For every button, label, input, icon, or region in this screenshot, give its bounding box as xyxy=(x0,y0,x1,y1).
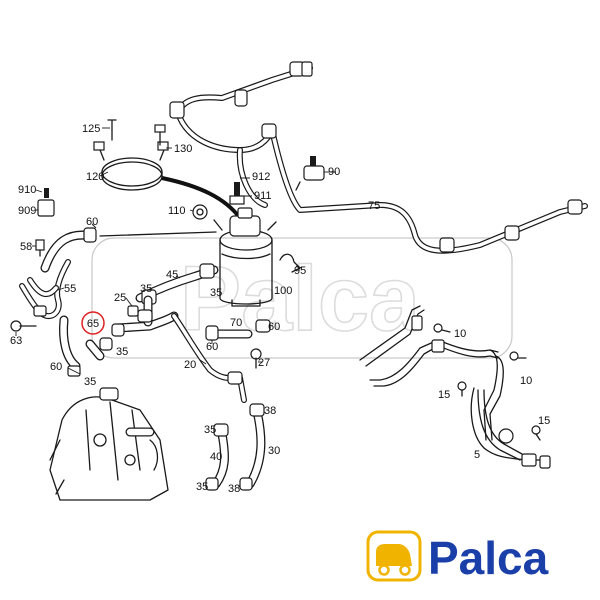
callout-15-b: 15 xyxy=(538,415,550,427)
callout-70: 70 xyxy=(230,317,242,329)
plug-110 xyxy=(189,204,208,220)
callout-40: 40 xyxy=(210,451,222,463)
callout-25: 25 xyxy=(114,292,126,304)
hose-65 xyxy=(59,315,113,377)
callout-910: 910 xyxy=(18,184,36,196)
callout-909: 909 xyxy=(18,205,36,217)
callout-labels: 125 130 120 910 909 58 60 110 912 911 90… xyxy=(10,123,550,495)
high-pressure-pump xyxy=(49,387,169,501)
callout-125: 125 xyxy=(82,123,100,135)
pipe-5 xyxy=(359,305,551,469)
return-pipe-55 xyxy=(19,259,71,320)
callout-60-lower-left: 60 xyxy=(50,361,62,373)
fuel-filter-100 xyxy=(213,177,277,307)
callout-38-upper: 38 xyxy=(264,405,276,417)
callout-75: 75 xyxy=(368,200,380,212)
fuel-return-line-75 xyxy=(169,61,588,254)
callout-912: 912 xyxy=(252,171,270,183)
callout-35-c: 35 xyxy=(116,346,128,358)
callout-55: 55 xyxy=(64,283,76,295)
callout-60-upper: 60 xyxy=(86,216,98,228)
palca-logo: Palca xyxy=(366,530,549,584)
callout-38-lower: 38 xyxy=(228,483,240,495)
callout-35-d: 35 xyxy=(84,376,96,388)
callout-65: 65 xyxy=(87,318,99,330)
callout-100: 100 xyxy=(274,285,292,297)
callout-90: 90 xyxy=(328,166,340,178)
callout-30: 30 xyxy=(268,445,280,457)
callout-120: 120 xyxy=(86,171,104,183)
callout-35-e: 35 xyxy=(204,424,216,436)
mounting-clamp-120 xyxy=(93,119,172,191)
bolts-10-15 xyxy=(433,323,541,441)
hose-40 xyxy=(205,423,229,491)
callout-27: 27 xyxy=(258,357,270,369)
logo-wordmark: Palca xyxy=(428,532,549,584)
callout-5: 5 xyxy=(474,449,480,461)
pipe-20 xyxy=(171,313,247,403)
hose-45 xyxy=(135,263,219,305)
callout-110: 110 xyxy=(168,205,186,217)
callout-130: 130 xyxy=(174,143,192,155)
callout-20: 20 xyxy=(184,359,196,371)
callout-58: 58 xyxy=(20,241,32,253)
callout-35-b: 35 xyxy=(210,287,222,299)
callout-10-b: 10 xyxy=(520,375,532,387)
bolt-27 xyxy=(250,348,262,369)
callout-95: 95 xyxy=(294,265,306,277)
fitting-58 xyxy=(32,239,45,257)
callout-65-highlight-ring xyxy=(81,311,105,335)
callout-60-right: 60 xyxy=(268,321,280,333)
callout-35-f: 35 xyxy=(196,481,208,493)
callout-15-a: 15 xyxy=(438,389,450,401)
callout-60-center: 60 xyxy=(206,341,218,353)
logo-car-frame xyxy=(366,530,422,582)
callout-35-a: 35 xyxy=(140,283,152,295)
bracket-95 xyxy=(279,253,303,273)
hose-70 xyxy=(205,319,271,344)
car-icon xyxy=(376,544,412,566)
callout-63: 63 xyxy=(10,335,22,347)
callout-10-a: 10 xyxy=(454,328,466,340)
callout-911: 911 xyxy=(254,190,272,202)
bolt-63 xyxy=(10,320,37,336)
hose-30 xyxy=(239,403,266,491)
pressure-sensor-90 xyxy=(295,156,336,191)
hose-60-upper xyxy=(40,223,217,273)
callout-45: 45 xyxy=(166,269,178,281)
sensor-909 xyxy=(35,188,55,217)
